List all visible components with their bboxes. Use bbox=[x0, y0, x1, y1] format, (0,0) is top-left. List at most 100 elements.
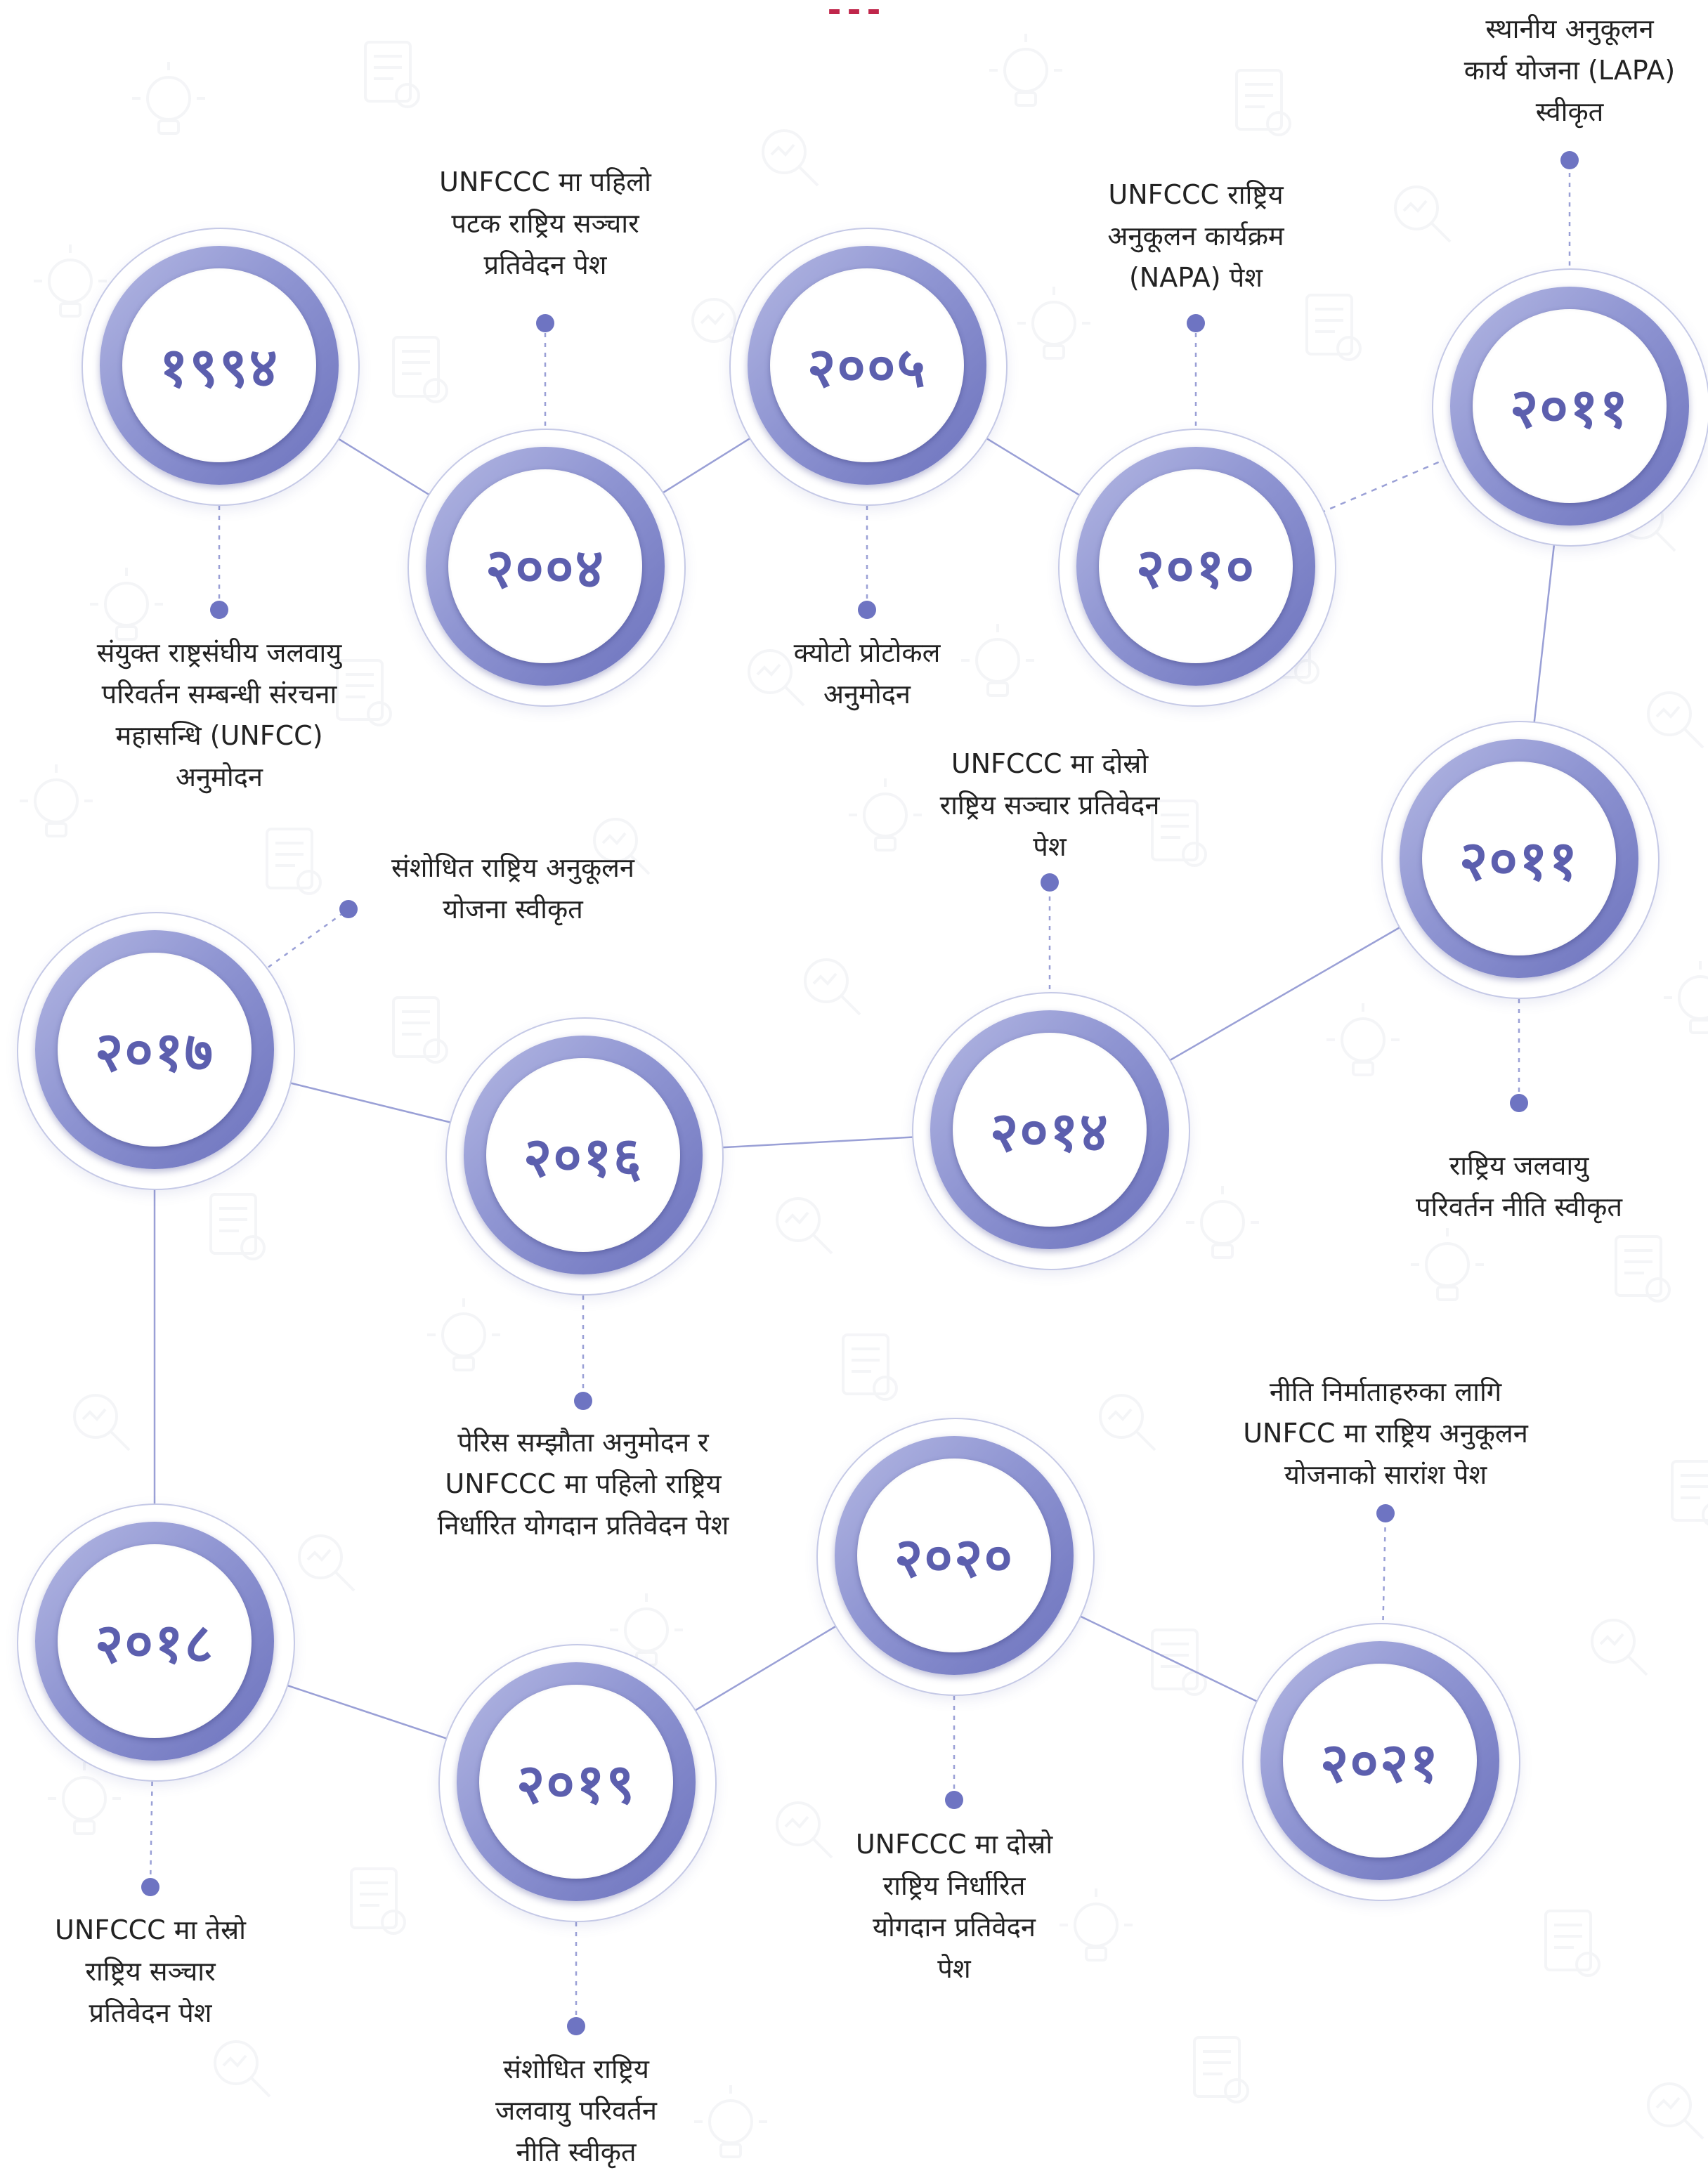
bulb-icon bbox=[34, 244, 107, 318]
bulb-icon bbox=[48, 1762, 121, 1835]
milestone-marker-dot bbox=[1560, 151, 1579, 169]
milestone-marker-dot bbox=[1510, 1094, 1528, 1112]
document-icon bbox=[1671, 1460, 1708, 1526]
bulb-icon bbox=[1411, 1228, 1484, 1301]
document-icon bbox=[1305, 294, 1362, 361]
milestone-node: २००५ bbox=[770, 268, 964, 462]
document-icon bbox=[1235, 69, 1291, 136]
milestone-node: २०१० bbox=[1099, 469, 1293, 663]
page-title: … bbox=[0, 0, 1708, 14]
leader-line bbox=[149, 1781, 153, 1888]
milestone-year: २००५ bbox=[807, 337, 927, 400]
milestone-marker-dot bbox=[1376, 1504, 1395, 1522]
document-icon bbox=[1193, 2036, 1249, 2103]
milestone-caption: स्थानीय अनुकूलन कार्य योजना (LAPA) स्वीक… bbox=[1463, 13, 1676, 127]
document-icon bbox=[842, 1333, 898, 1401]
document-icon bbox=[1544, 1910, 1601, 1977]
document-icon bbox=[392, 336, 448, 403]
bulb-icon bbox=[1017, 287, 1090, 360]
milestone-year: २०१६ bbox=[523, 1126, 644, 1189]
milestone-node: २०१४ bbox=[953, 1033, 1147, 1227]
milestone-caption: संशोधित राष्ट्रिय जलवायु परिवर्तन नीति स… bbox=[495, 2054, 657, 2167]
milestone-node: २०११ bbox=[1422, 762, 1616, 955]
document-icon bbox=[1151, 1629, 1207, 1696]
milestone-year: २०१० bbox=[1135, 537, 1256, 601]
milestone-marker-dot bbox=[536, 314, 554, 332]
milestone-year: २०१७ bbox=[94, 1021, 215, 1084]
milestone-node: २०१८ bbox=[58, 1544, 252, 1738]
magnifier-icon bbox=[1591, 1619, 1648, 1676]
magnifier-icon bbox=[776, 1197, 833, 1255]
bulb-icon bbox=[1326, 1003, 1400, 1076]
milestone-caption: नीति निर्माताहरुका लागि UNFCC मा राष्ट्र… bbox=[1243, 1376, 1528, 1490]
document-icon bbox=[350, 1867, 406, 1935]
milestone-node: २०१९ bbox=[479, 1685, 673, 1879]
magnifier-icon bbox=[776, 1801, 833, 1859]
milestone-year: २०११ bbox=[1459, 830, 1579, 893]
document-icon bbox=[364, 41, 420, 108]
magnifier-icon bbox=[73, 1394, 131, 1451]
milestone-year: २०२१ bbox=[1319, 1732, 1440, 1795]
magnifier-icon bbox=[1647, 2082, 1704, 2140]
milestone-year: २०१४ bbox=[989, 1101, 1110, 1164]
magnifier-icon bbox=[1394, 185, 1452, 243]
magnifier-icon bbox=[1647, 691, 1704, 749]
milestone-year: २०१९ bbox=[516, 1753, 637, 1816]
milestone-node: २०१७ bbox=[58, 953, 252, 1147]
magnifier-icon bbox=[748, 649, 805, 707]
milestone-marker-dot bbox=[1187, 314, 1205, 332]
bulb-icon bbox=[132, 62, 205, 135]
document-icon bbox=[266, 828, 322, 895]
leader-line bbox=[1382, 1513, 1387, 1621]
bulb-icon bbox=[1186, 1186, 1259, 1259]
milestone-node: २००४ bbox=[448, 469, 642, 663]
magnifier-icon bbox=[762, 129, 819, 187]
bulb-icon bbox=[20, 764, 93, 837]
document-icon bbox=[336, 659, 392, 726]
magnifier-icon bbox=[1099, 1394, 1156, 1451]
bulb-icon bbox=[694, 2085, 767, 2158]
milestone-node: २०२० bbox=[857, 1459, 1051, 1652]
bulb-icon bbox=[90, 568, 163, 641]
milestone-year: २०११ bbox=[1509, 377, 1630, 441]
milestone-node: २०१६ bbox=[486, 1058, 680, 1252]
magnifier-icon bbox=[214, 2040, 271, 2098]
milestone-marker-dot bbox=[945, 1791, 963, 1809]
milestone-caption: संशोधित राष्ट्रिय अनुकूलन योजना स्वीकृत bbox=[391, 852, 635, 925]
document-icon bbox=[392, 996, 448, 1064]
milestone-marker-dot bbox=[858, 601, 876, 619]
leader-line bbox=[268, 908, 349, 968]
bulb-icon bbox=[849, 778, 922, 851]
milestone-node: २०२१ bbox=[1283, 1664, 1477, 1858]
milestone-year: २०२० bbox=[894, 1527, 1015, 1590]
milestone-marker-dot bbox=[339, 900, 358, 918]
milestone-marker-dot bbox=[1041, 873, 1059, 892]
magnifier-icon bbox=[298, 1534, 356, 1592]
bulb-icon bbox=[1060, 1888, 1133, 1962]
milestone-caption: क्योटो प्रोटोकल अनुमोदन bbox=[793, 637, 941, 710]
milestone-caption: UNFCCC मा दोस्रो राष्ट्रिय निर्धारित योग… bbox=[855, 1829, 1053, 1984]
milestone-caption: संयुक्त राष्ट्रसंघीय जलवायु परिवर्तन सम्… bbox=[96, 637, 342, 792]
magnifier-icon bbox=[593, 818, 651, 875]
magnifier-icon bbox=[804, 958, 861, 1016]
document-icon bbox=[1615, 1235, 1671, 1303]
milestone-caption: UNFCCC मा पहिलो पटक राष्ट्रिय सञ्चार प्र… bbox=[439, 167, 651, 280]
milestone-marker-dot bbox=[210, 601, 228, 619]
milestone-marker-dot bbox=[574, 1392, 592, 1410]
milestone-node: १९९४ bbox=[122, 268, 316, 462]
bulb-icon bbox=[427, 1298, 500, 1371]
bulb-icon bbox=[989, 34, 1062, 107]
milestone-marker-dot bbox=[567, 2017, 585, 2035]
milestone-caption: UNFCCC राष्ट्रिय अनुकूलन कार्यक्रम (NAPA… bbox=[1107, 179, 1284, 293]
document-icon bbox=[209, 1193, 266, 1260]
milestone-caption: UNFCCC मा दोस्रो राष्ट्रिय सञ्चार प्रतिव… bbox=[939, 748, 1160, 862]
milestone-node: २०११ bbox=[1473, 309, 1667, 503]
milestone-year: २०१८ bbox=[94, 1612, 215, 1676]
milestone-year: १९९४ bbox=[159, 337, 280, 400]
milestone-caption: राष्ट्रिय जलवायु परिवर्तन नीति स्वीकृत bbox=[1415, 1150, 1623, 1222]
bulb-icon bbox=[1664, 961, 1708, 1034]
document-icon bbox=[1151, 800, 1207, 867]
milestone-marker-dot bbox=[141, 1878, 159, 1896]
